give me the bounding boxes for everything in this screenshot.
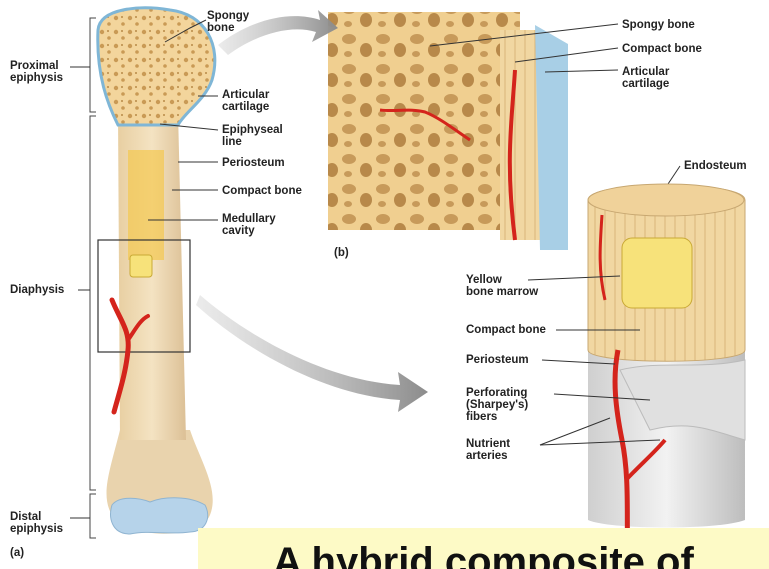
label-compact-bone-a: Compact bone — [222, 185, 302, 197]
label-periosteum-a: Periosteum — [222, 157, 285, 169]
label-perforating-fibers: Perforating (Sharpey's) fibers — [466, 387, 528, 423]
label-medullary-cavity: Medullary cavity — [222, 213, 276, 237]
proximal-bracket — [90, 18, 96, 112]
section-b — [328, 12, 568, 250]
yellow-marrow-plug-a — [130, 255, 152, 277]
caption-text: A hybrid composite of — [273, 540, 694, 569]
region-brackets — [90, 18, 96, 538]
spongy-block — [328, 12, 520, 230]
label-diaphysis: Diaphysis — [10, 284, 64, 296]
label-proximal-epiphysis: Proximal epiphysis — [10, 60, 63, 84]
medullary-cavity-shape — [128, 150, 164, 260]
cylinder-top — [588, 184, 744, 216]
label-compact-bone-b: Compact bone — [622, 43, 702, 55]
label-periosteum-c: Periosteum — [466, 354, 529, 366]
label-articular-cartilage-a: Articular cartilage — [222, 89, 269, 113]
long-bone — [98, 8, 215, 534]
proximal-epiphysis-shape — [98, 8, 215, 125]
distal-cartilage — [111, 498, 208, 534]
label-panel-b: (b) — [334, 247, 349, 259]
label-spongy-bone-a: Spongy bone — [207, 10, 249, 34]
distal-bracket — [90, 494, 96, 538]
label-distal-epiphysis: Distal epiphysis — [10, 511, 63, 535]
label-yellow-bone-marrow: Yellow bone marrow — [466, 274, 538, 298]
label-panel-a: (a) — [10, 547, 24, 559]
yellow-marrow-core — [622, 238, 692, 308]
caption-banner: A hybrid composite of — [198, 528, 769, 569]
label-nutrient-arteries: Nutrient arteries — [466, 438, 510, 462]
arrow-to-c — [196, 295, 428, 412]
diaphysis-bracket — [90, 116, 96, 490]
label-spongy-bone-b: Spongy bone — [622, 19, 695, 31]
label-epiphyseal-line: Epiphyseal line — [222, 124, 283, 148]
label-endosteum: Endosteum — [684, 160, 747, 172]
shaft-section — [588, 184, 745, 560]
label-articular-cartilage-b: Articular cartilage — [622, 66, 669, 90]
label-compact-bone-c: Compact bone — [466, 324, 546, 336]
